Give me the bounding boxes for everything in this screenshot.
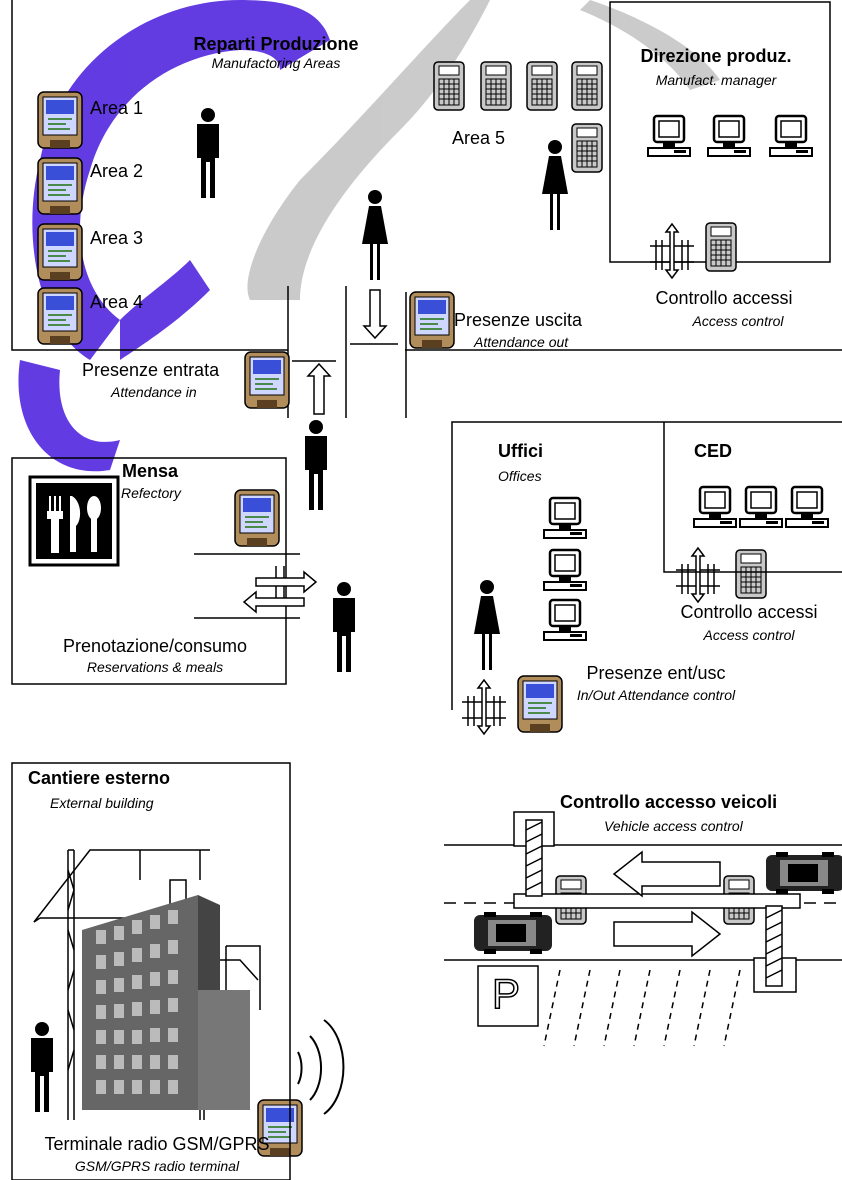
attendance-in-label: Presenze entrata <box>82 360 220 380</box>
person-icon <box>197 108 219 198</box>
keypad-terminal-icon <box>735 549 767 599</box>
car-icon <box>474 912 552 954</box>
watermark <box>18 0 720 472</box>
person-icon <box>31 1022 53 1112</box>
site-terminal-sub: GSM/GPRS radio terminal <box>74 1158 240 1174</box>
touch-terminal-icon <box>37 157 83 215</box>
radio-waves-icon <box>297 1019 345 1115</box>
site-terminal-label: Terminale radio GSM/GPRS <box>44 1134 270 1154</box>
refectory-label: Prenotazione/consumo <box>62 636 248 656</box>
person-icon <box>542 140 568 230</box>
turnstile-icon <box>461 679 507 735</box>
person-icon <box>305 420 327 510</box>
production-title: Reparti Produzione <box>193 34 359 54</box>
management-access-sub: Access control <box>692 313 784 329</box>
refectory-title: Mensa <box>122 461 179 481</box>
computer-icon <box>768 114 814 158</box>
barrier-icon <box>513 811 555 897</box>
parking-sign-icon <box>477 965 539 1027</box>
offices-access-sub: Access control <box>703 627 795 643</box>
touch-terminal-icon <box>234 489 280 547</box>
turnstile-icon <box>675 547 721 603</box>
computer-icon <box>692 485 738 529</box>
person-icon <box>362 190 388 280</box>
refectory-passage <box>194 553 318 619</box>
offices-attendance-sub: In/Out Attendance control <box>576 687 736 703</box>
area-1-label: Area 1 <box>90 98 144 118</box>
person-icon <box>333 582 355 672</box>
area-5-label: Area 5 <box>452 128 506 148</box>
refectory-sub: Reservations & meals <box>86 659 224 675</box>
offices-frame <box>451 421 842 710</box>
arrow-left-icon <box>612 850 721 898</box>
area-4-label: Area 4 <box>90 292 144 312</box>
person-icon <box>474 580 500 670</box>
computer-icon <box>542 598 588 642</box>
touch-terminal-icon <box>517 675 563 733</box>
site-subtitle: External building <box>50 795 154 811</box>
site-frame <box>11 762 291 1180</box>
refectory-subtitle: Refectory <box>121 485 181 501</box>
area-2-label: Area 2 <box>90 161 144 181</box>
keypad-terminal-icon <box>571 123 603 173</box>
management-title: Direzione produz. <box>640 46 792 66</box>
arrow-up-icon <box>306 362 332 415</box>
computer-icon <box>542 496 588 540</box>
arrow-right-icon <box>613 910 722 958</box>
attendance-in-sub: Attendance in <box>111 384 197 400</box>
cutlery-icon <box>28 475 120 567</box>
touch-terminal-icon <box>37 91 83 149</box>
attendance-out-sub: Attendance out <box>474 334 569 350</box>
attendance-out-label: Presenze uscita <box>454 310 583 330</box>
offices-attendance-label: Presenze ent/usc <box>586 663 726 683</box>
vehicles-subtitle: Vehicle access control <box>604 818 743 834</box>
offices-title: Uffici <box>498 441 543 461</box>
touch-terminal-icon <box>37 223 83 281</box>
production-subtitle: Manufactoring Areas <box>211 55 341 71</box>
touch-terminal-icon <box>37 287 83 345</box>
parking-symbol: P <box>491 969 521 1018</box>
car-icon <box>766 852 842 894</box>
offices-access-label: Controllo accessi <box>680 602 818 622</box>
site-title: Cantiere esterno <box>28 768 171 788</box>
management-access-label: Controllo accessi <box>655 288 793 308</box>
keypad-terminal-icon <box>571 61 603 111</box>
ced-title: CED <box>694 441 733 461</box>
computer-icon <box>784 485 830 529</box>
arrow-down-icon <box>362 289 388 340</box>
parking-lines <box>543 969 741 1047</box>
refectory-frame <box>11 457 287 685</box>
keypad-terminal-icon <box>480 61 512 111</box>
management-subtitle: Manufact. manager <box>655 72 777 88</box>
vehicles-title: Controllo accesso veicoli <box>560 792 778 812</box>
area-3-label: Area 3 <box>90 228 144 248</box>
barrier-icon <box>753 905 797 993</box>
computer-icon <box>706 114 752 158</box>
vehicle-road <box>444 844 842 961</box>
computer-icon <box>646 114 692 158</box>
touch-terminal-icon <box>409 291 455 349</box>
computer-icon <box>738 485 784 529</box>
turnstile-icon <box>649 223 695 279</box>
keypad-terminal-icon <box>526 61 558 111</box>
keypad-terminal-icon <box>705 222 737 272</box>
offices-subtitle: Offices <box>498 468 542 484</box>
computer-icon <box>542 548 588 592</box>
touch-terminal-icon <box>244 351 290 409</box>
keypad-terminal-icon <box>433 61 465 111</box>
building-icon <box>82 895 250 1110</box>
